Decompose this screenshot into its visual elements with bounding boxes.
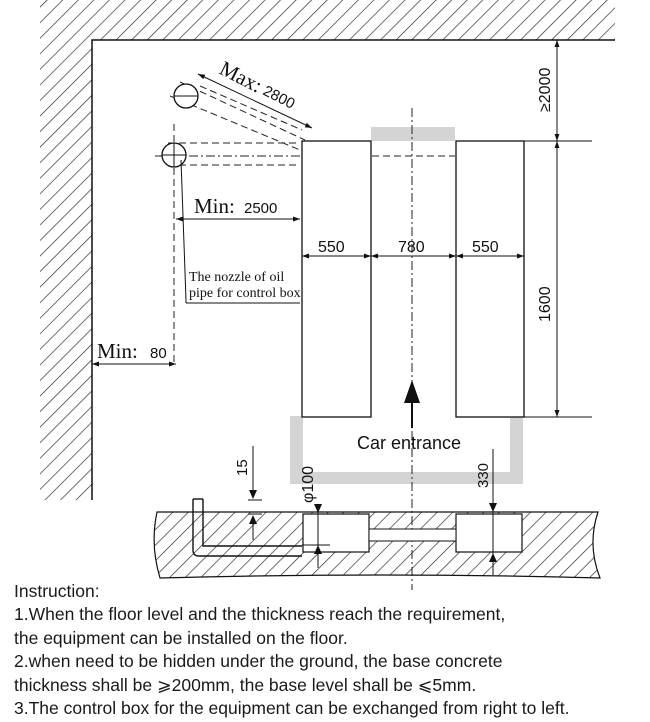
left-runway: [301, 140, 372, 418]
dim-15: 15: [234, 459, 251, 476]
instruction-line-1: 1.When the floor level and the thickness…: [14, 604, 506, 625]
dim-550-right: 550: [472, 239, 499, 256]
wall: [40, 0, 615, 500]
max-value: 2800: [260, 82, 297, 112]
min80-value: 80: [150, 345, 167, 362]
instruction-line-2: the equipment can be installed on the fl…: [14, 627, 348, 648]
dim-330: 330: [475, 463, 492, 488]
min-value: 2500: [244, 200, 277, 217]
platform-outline: [290, 127, 523, 484]
right-runway: [455, 140, 525, 418]
nozzle-label-line1: The nozzle of oil: [189, 270, 284, 285]
car-entrance-label: Car entrance: [357, 433, 461, 453]
dim-780: 780: [398, 239, 425, 256]
nozzle-label-line2: pipe for control box: [189, 286, 301, 301]
instruction-line-3: 2.when need to be hidden under the groun…: [14, 651, 503, 672]
width-dimensions: 550 780 550: [302, 239, 524, 259]
dim-550-left: 550: [318, 239, 345, 256]
instruction-line-4: thickness shall be ⩾200mm, the base leve…: [14, 674, 477, 695]
max-prefix: Max:: [216, 56, 266, 98]
min80-prefix: Min:: [97, 339, 138, 363]
dim-phi100: φ100: [300, 466, 317, 503]
nozzle-label: The nozzle of oil pipe for control box: [180, 159, 301, 304]
instruction-line-5: 3.The control box for the equipment can …: [14, 698, 570, 719]
min-prefix: Min:: [194, 194, 235, 218]
instruction-heading: Instruction:: [14, 581, 100, 601]
instructions: Instruction: 1.When the floor level and …: [14, 580, 646, 720]
min-2500-dimension: Min: 2500: [176, 194, 300, 222]
dim-1600: 1600: [537, 286, 554, 322]
section-dimensions: 15 φ100 330: [234, 446, 500, 575]
ground-section: [153, 498, 601, 579]
dim-ge2000: ≥2000: [537, 68, 554, 112]
car-entrance-arrow: Car entrance: [357, 380, 461, 453]
length-dimensions: ≥2000 1600: [524, 40, 592, 418]
min-80-dimension: Min: 80: [92, 339, 176, 367]
